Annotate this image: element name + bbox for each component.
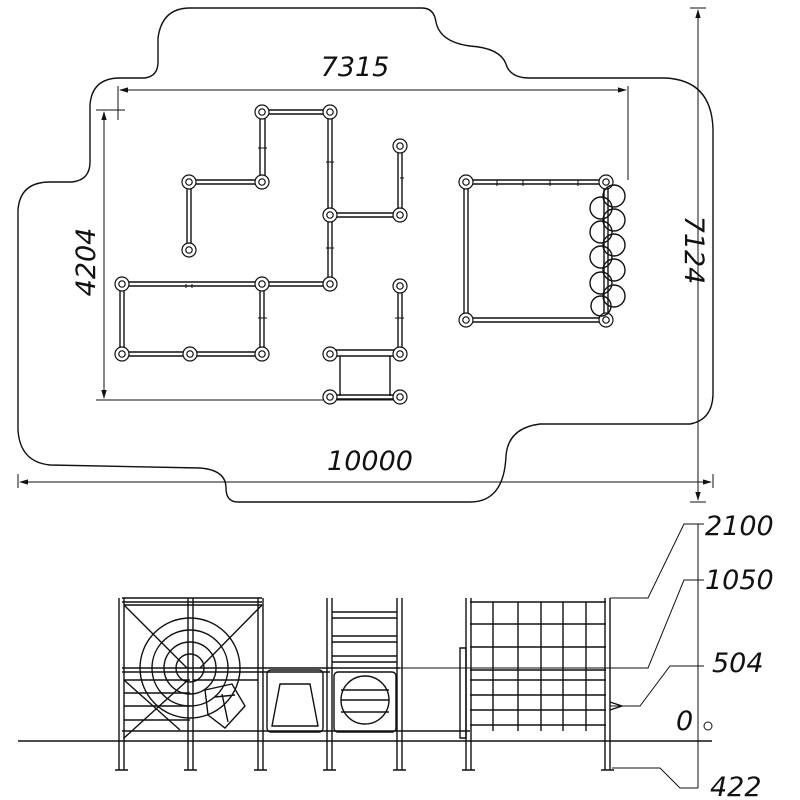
post bbox=[181, 242, 197, 258]
dimension-10000: 10000 bbox=[17, 446, 714, 488]
post bbox=[392, 278, 408, 294]
post bbox=[392, 207, 408, 223]
climbing-grid bbox=[459, 601, 625, 739]
post bbox=[322, 276, 338, 292]
post bbox=[322, 104, 338, 120]
post bbox=[322, 346, 338, 362]
post bbox=[458, 174, 474, 190]
post bbox=[182, 346, 198, 362]
post bbox=[322, 389, 338, 405]
dim-label-7124: 7124 bbox=[678, 216, 709, 285]
dimension-7315: 7315 bbox=[117, 52, 629, 180]
elevation-label-0: 0 bbox=[676, 706, 693, 737]
ladder-round-panel bbox=[332, 611, 397, 733]
dimension-4204: 4204 bbox=[71, 109, 400, 401]
post bbox=[392, 346, 408, 362]
safety-zone-outline bbox=[17, 7, 714, 503]
hanging-rings bbox=[589, 184, 626, 317]
dimension-7124: 7124 bbox=[678, 7, 709, 503]
dim-label-4204: 4204 bbox=[71, 228, 102, 297]
post bbox=[392, 389, 408, 405]
elevation-beams bbox=[122, 597, 470, 732]
plan-frames bbox=[119, 109, 609, 400]
post bbox=[181, 174, 197, 190]
dim-label-7315: 7315 bbox=[321, 52, 390, 83]
elevation-label-2100: 2100 bbox=[705, 511, 774, 542]
plan-view: 7315 4204 7124 10000 bbox=[17, 7, 714, 503]
frame-marks bbox=[185, 147, 579, 319]
post bbox=[114, 276, 130, 292]
post bbox=[254, 346, 270, 362]
plan-posts bbox=[114, 104, 614, 405]
elevation-label-422: 422 bbox=[710, 772, 762, 800]
post bbox=[458, 312, 474, 328]
post bbox=[114, 346, 130, 362]
post bbox=[598, 174, 614, 190]
post bbox=[322, 207, 338, 223]
post bbox=[254, 104, 270, 120]
elevation-leaders bbox=[262, 523, 713, 789]
post bbox=[254, 174, 270, 190]
elevation-label-504: 504 bbox=[712, 648, 764, 679]
dim-label-10000: 10000 bbox=[327, 446, 413, 477]
trapezoid-panel bbox=[266, 669, 324, 733]
elevation-label-1050: 1050 bbox=[705, 565, 774, 596]
elevation-posts bbox=[115, 598, 614, 771]
post bbox=[392, 138, 408, 154]
post bbox=[254, 276, 270, 292]
spiral-web-panel bbox=[123, 604, 263, 739]
elevation-view: 2100 1050 504 0 422 bbox=[18, 511, 774, 800]
